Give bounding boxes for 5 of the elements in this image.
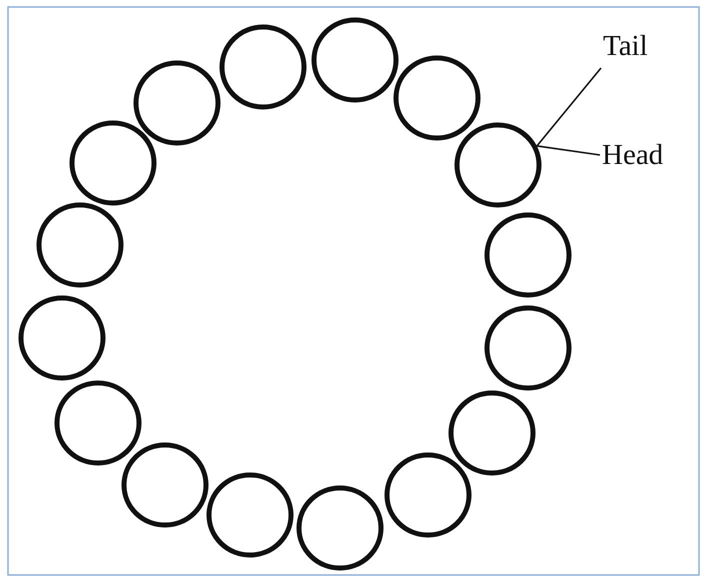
leader-line [536, 145, 600, 156]
leader-line [536, 68, 602, 146]
circle [454, 122, 542, 208]
label-text: Tail [603, 30, 648, 62]
label-text: Head [602, 139, 664, 171]
